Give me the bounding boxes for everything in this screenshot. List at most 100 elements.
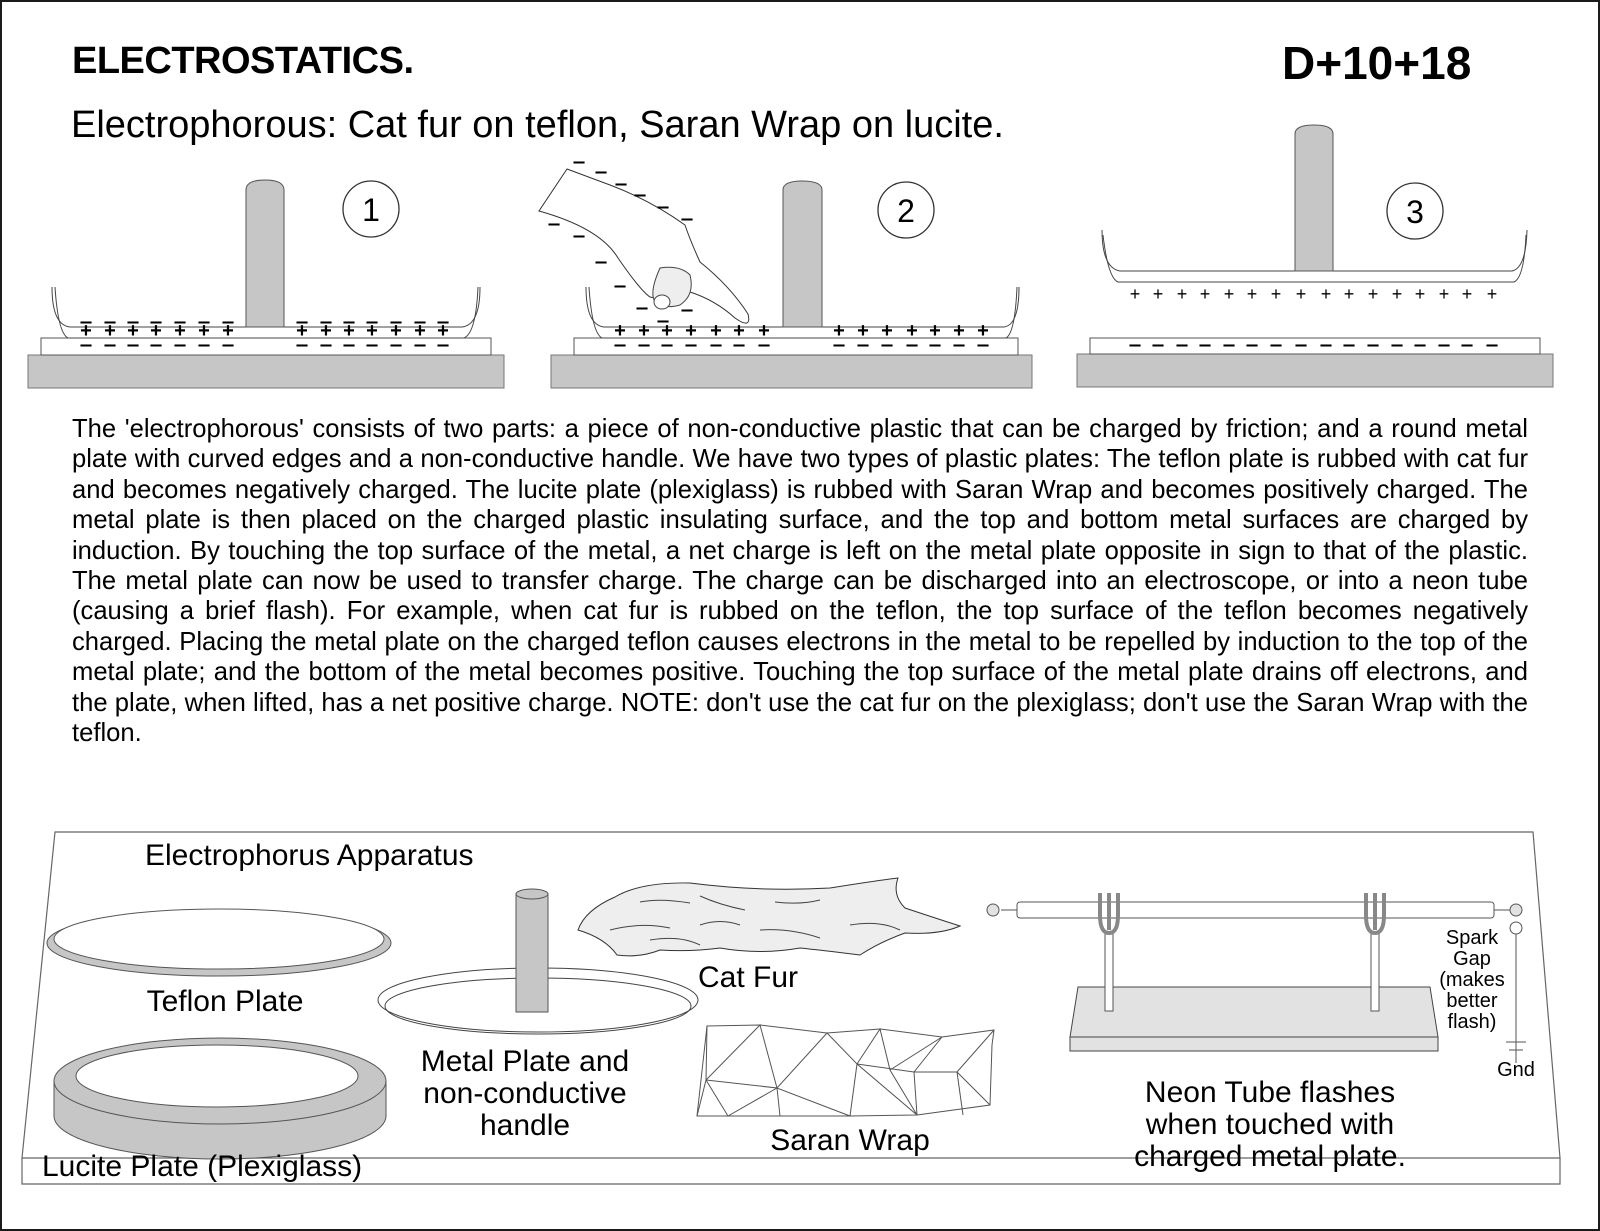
step-2-badge: 2 — [877, 181, 935, 239]
step-1-badge: 1 — [342, 180, 400, 238]
svg-text:+: + — [390, 320, 402, 342]
svg-text:+: + — [320, 320, 332, 342]
svg-text:‒: ‒ — [1390, 334, 1403, 356]
svg-text:+: + — [929, 320, 941, 342]
svg-text:‒: ‒ — [319, 311, 332, 333]
svg-text:‒: ‒ — [594, 161, 607, 183]
svg-text:+: + — [906, 320, 918, 342]
svg-text:+: + — [953, 320, 965, 342]
svg-text:‒: ‒ — [1151, 334, 1164, 356]
svg-text:‒: ‒ — [614, 173, 627, 195]
svg-text:+: + — [638, 320, 650, 342]
svg-text:+: + — [1392, 284, 1403, 304]
apparatus-heading: Electrophorus Apparatus — [145, 839, 474, 872]
svg-text:‒: ‒ — [680, 208, 693, 230]
spark-gap-label: Spark Gap (makes better flash) — [1439, 927, 1505, 1033]
svg-text:‒: ‒ — [173, 334, 186, 356]
svg-text:‒: ‒ — [684, 334, 697, 356]
svg-text:+: + — [296, 320, 308, 342]
svg-text:+: + — [1439, 284, 1450, 304]
teflon-plate-label: Teflon Plate — [146, 985, 304, 1018]
svg-text:‒: ‒ — [436, 334, 449, 356]
svg-text:‒: ‒ — [594, 251, 607, 273]
svg-text:+: + — [1247, 284, 1258, 304]
svg-text:+: + — [174, 320, 186, 342]
svg-text:‒: ‒ — [389, 311, 402, 333]
svg-text:‒: ‒ — [389, 334, 402, 356]
svg-text:+: + — [733, 320, 745, 342]
svg-text:+: + — [1415, 284, 1426, 304]
svg-text:3: 3 — [1406, 194, 1424, 230]
svg-text:+: + — [685, 320, 697, 342]
svg-text:‒: ‒ — [103, 311, 116, 333]
lucite-plate-label: Lucite Plate (Plexiglass) — [42, 1150, 363, 1183]
svg-text:‒: ‒ — [1245, 334, 1258, 356]
svg-text:‒: ‒ — [637, 334, 650, 356]
svg-text:‒: ‒ — [1128, 334, 1141, 356]
svg-text:‒: ‒ — [295, 311, 308, 333]
svg-text:+: + — [1296, 284, 1307, 304]
svg-text:+: + — [1153, 284, 1164, 304]
svg-text:‒: ‒ — [613, 275, 626, 297]
svg-text:+: + — [366, 320, 378, 342]
svg-text:+: + — [710, 320, 722, 342]
svg-text:+: + — [343, 320, 355, 342]
description-paragraph: The 'electrophorous' consists of two par… — [72, 415, 1528, 748]
svg-text:‒: ‒ — [732, 334, 745, 356]
svg-text:‒: ‒ — [103, 334, 116, 356]
svg-text:‒: ‒ — [757, 334, 770, 356]
ground-label: Gnd — [1497, 1059, 1535, 1081]
svg-text:‒: ‒ — [342, 334, 355, 356]
svg-text:‒: ‒ — [1485, 334, 1498, 356]
svg-text:+: + — [127, 320, 139, 342]
svg-text:‒: ‒ — [613, 334, 626, 356]
step-2-diagram: 2 ‒‒‒‒‒‒ ‒‒‒‒‒‒‒ +++++++ ‒‒‒‒‒‒‒ +++++++… — [538, 151, 1033, 389]
svg-text:‒: ‒ — [221, 311, 234, 333]
svg-text:+: + — [1321, 284, 1332, 304]
step-3-badge: 3 — [1386, 182, 1444, 240]
svg-text:‒: ‒ — [680, 299, 693, 321]
svg-text:‒: ‒ — [976, 334, 989, 356]
hand-icon — [538, 168, 750, 324]
svg-text:‒: ‒ — [79, 334, 92, 356]
svg-text:‒: ‒ — [1413, 334, 1426, 356]
svg-text:+: + — [758, 320, 770, 342]
svg-text:+: + — [80, 320, 92, 342]
svg-text:‒: ‒ — [295, 334, 308, 356]
svg-text:‒: ‒ — [197, 311, 210, 333]
svg-text:+: + — [1344, 284, 1355, 304]
page-subtitle: Electrophorous: Cat fur on teflon, Saran… — [71, 104, 1004, 146]
svg-text:‒: ‒ — [1437, 334, 1450, 356]
step-1-diagram: 1 ‒‒‒‒‒‒‒ +++++++ ‒‒‒‒‒‒‒ ‒‒‒‒‒‒‒ ++++++… — [27, 179, 505, 389]
svg-text:‒: ‒ — [856, 334, 869, 356]
svg-text:+: + — [857, 320, 869, 342]
svg-text:‒: ‒ — [1269, 334, 1282, 356]
svg-text:‒: ‒ — [413, 334, 426, 356]
svg-text:‒: ‒ — [1366, 334, 1379, 356]
svg-text:+: + — [150, 320, 162, 342]
svg-text:‒: ‒ — [928, 334, 941, 356]
saran-wrap-label: Saran Wrap — [770, 1124, 930, 1157]
svg-text:‒: ‒ — [149, 311, 162, 333]
svg-text:+: + — [104, 320, 116, 342]
svg-text:+: + — [1130, 284, 1141, 304]
page-title: ELECTROSTATICS. — [72, 40, 414, 82]
svg-text:‒: ‒ — [79, 311, 92, 333]
svg-text:‒: ‒ — [1222, 334, 1235, 356]
svg-text:‒: ‒ — [342, 311, 355, 333]
svg-text:+: + — [1177, 284, 1188, 304]
svg-text:‒: ‒ — [952, 334, 965, 356]
svg-text:‒: ‒ — [660, 334, 673, 356]
svg-text:‒: ‒ — [126, 311, 139, 333]
svg-text:‒: ‒ — [365, 334, 378, 356]
svg-text:+: + — [833, 320, 845, 342]
neon-tube-label: Neon Tube flashes when touched with char… — [1134, 1076, 1406, 1173]
svg-text:+: + — [881, 320, 893, 342]
svg-text:‒: ‒ — [905, 334, 918, 356]
svg-text:+: + — [222, 320, 234, 342]
svg-text:+: + — [198, 320, 210, 342]
svg-text:‒: ‒ — [1294, 334, 1307, 356]
svg-text:‒: ‒ — [126, 334, 139, 356]
svg-text:‒: ‒ — [656, 196, 669, 218]
svg-text:2: 2 — [897, 193, 915, 229]
